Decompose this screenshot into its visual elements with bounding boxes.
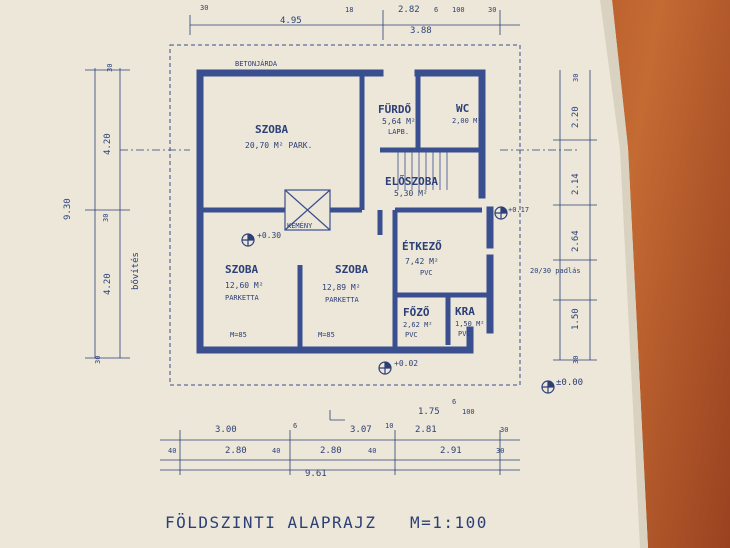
terrace-outline: [169, 44, 521, 386]
room-wc-area: 2,00 M²: [452, 117, 482, 125]
room-szoba2-name: SZOBA: [225, 263, 258, 276]
left-dim-top: 4.20: [103, 133, 113, 155]
left-dim-note: bővítés: [130, 252, 141, 290]
top-dim-c: 3.88: [410, 26, 432, 36]
room-szoba1-area: 20,70 M² PARK.: [245, 141, 312, 150]
dimension-lines: [85, 10, 597, 475]
bottom-dim-1-6: 6: [452, 398, 456, 406]
elevation-step-label: +0.02: [394, 359, 418, 368]
bottom-dim-2-2: 40: [272, 447, 280, 455]
betonjarda-label: BETONJÁRDA: [235, 59, 278, 68]
bottom-dim-1-0: 3.00: [215, 425, 237, 435]
right-dim-4: 1.50: [571, 308, 581, 330]
room-fozo-name: FŐZŐ: [403, 305, 430, 319]
bottom-dim-1-1: 6: [293, 422, 297, 430]
bottom-dim-1-4: 2.81: [415, 425, 437, 435]
bottom-dim-2-0: 40: [168, 447, 176, 455]
bottom-dim-2-6: 30: [496, 447, 504, 455]
top-dim-a: 4.95: [280, 16, 302, 26]
room-szoba3-area: 12,89 M²: [322, 283, 361, 292]
bottom-dim-2-3: 2.80: [320, 446, 342, 456]
m85-label-1: M=85: [230, 331, 247, 339]
top-dim-f: 6: [434, 6, 438, 14]
right-dim-3: 2.64: [571, 230, 581, 252]
stairs: [397, 150, 448, 190]
left-dim-total: 9.30: [63, 198, 73, 220]
top-dim-h: 30: [488, 6, 496, 14]
right-dim-0: 30: [572, 74, 580, 82]
room-etkezo-name: ÉTKEZŐ: [402, 239, 442, 253]
top-dim-b: 2.82: [398, 5, 420, 15]
room-furdo-name: FÜRDŐ: [378, 102, 411, 116]
bottom-dim-total: 9.61: [305, 469, 327, 479]
bottom-dim-1-8: 30: [500, 426, 508, 434]
padlo-label: 20/30 padlás: [530, 267, 581, 275]
room-etkezo-area: 7,42 M²: [405, 257, 439, 266]
chimney-label: KÉMÉNY: [287, 221, 313, 230]
right-dim-1: 2.20: [571, 106, 581, 128]
room-szoba3-floor: PARKETTA: [325, 296, 360, 304]
left-dim-t3: 30: [94, 356, 102, 364]
bottom-dim-1-3: 10: [385, 422, 393, 430]
right-dim-2: 2.14: [571, 173, 581, 195]
left-dim-bottom: 4.20: [103, 273, 113, 295]
bottom-dim-2-5: 2.91: [440, 446, 462, 456]
room-kamra-floor: PVC: [458, 330, 471, 338]
bottom-dim-1-5: 1.75: [418, 407, 440, 417]
room-szoba2-floor: PARKETTA: [225, 294, 260, 302]
room-kamra-area: 1,50 M²: [455, 320, 485, 328]
elevation-marker-main: [241, 233, 255, 247]
room-wc-name: WC: [456, 102, 469, 115]
left-dim-t1: 30: [106, 64, 114, 72]
elevation-main-label: +0.30: [257, 231, 281, 240]
room-szoba3-name: SZOBA: [335, 263, 368, 276]
top-dim-d: 18: [345, 6, 353, 14]
paper: [0, 0, 648, 548]
room-szoba1-name: SZOBA: [255, 123, 288, 136]
elevation-ground-label: ±0.00: [556, 378, 583, 388]
m85-label-2: M=85: [318, 331, 335, 339]
chimney: [284, 189, 331, 231]
drawing-scale: M=1:100: [410, 513, 488, 532]
bottom-dim-2-1: 2.80: [225, 446, 247, 456]
room-eloszoba-area: 5,30 M²: [394, 189, 428, 198]
room-fozo-area: 2,62 M²: [403, 321, 433, 329]
bottom-dim-1-7: 100: [462, 408, 475, 416]
top-dim-e: 30: [200, 4, 208, 12]
elevation-marker-ground: [541, 380, 555, 394]
room-etkezo-floor: PVC: [420, 269, 433, 277]
bottom-dim-2-4: 40: [368, 447, 376, 455]
room-kamra-name: KRA: [455, 305, 475, 318]
room-eloszoba-name: ELŐSZOBA: [385, 174, 438, 188]
drawing-title: FÖLDSZINTI ALAPRAJZ: [165, 513, 377, 532]
room-furdo-area: 5,64 M²: [382, 117, 416, 126]
elevation-marker-step: [378, 361, 392, 375]
room-szoba2-area: 12,60 M²: [225, 281, 264, 290]
paper-shadow: [600, 0, 648, 548]
room-fozo-floor: PVC: [405, 331, 418, 339]
bottom-dim-1-2: 3.07: [350, 425, 372, 435]
inner-walls: [200, 73, 490, 350]
top-dim-g: 100: [452, 6, 465, 14]
left-dim-t2: 30: [102, 214, 110, 222]
elevation-marker-terrace: [494, 206, 508, 220]
elevation-terrace-label: +0.17: [508, 206, 529, 214]
right-dim-5: 30: [572, 356, 580, 364]
room-furdo-floor: LAPB.: [388, 128, 409, 136]
